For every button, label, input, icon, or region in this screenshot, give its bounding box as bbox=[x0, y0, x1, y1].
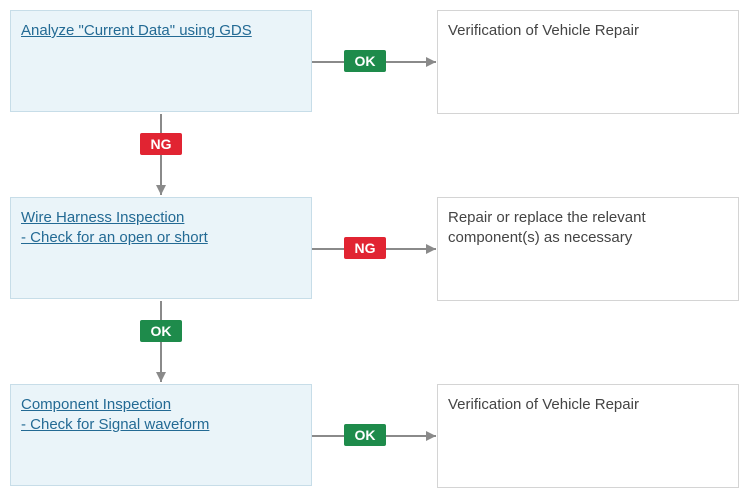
analyze-current-data-link[interactable]: Analyze "Current Data" using GDS bbox=[21, 22, 252, 39]
component-link-line1: Component Inspection bbox=[21, 396, 172, 413]
result-3-text: Verification of Vehicle Repair bbox=[448, 396, 639, 413]
ng-badge-step2: NG bbox=[344, 237, 386, 259]
wire-harness-link-line1: Wire Harness Inspection bbox=[21, 209, 185, 226]
component-link-line2: - Check for Signal waveform bbox=[21, 416, 210, 433]
ng-badge-step1-down: NG bbox=[140, 133, 182, 155]
ok-badge-step2-down: OK bbox=[140, 320, 182, 342]
result-box-verification-1: Verification of Vehicle Repair bbox=[437, 10, 739, 114]
wire-harness-inspection-link[interactable]: Wire Harness Inspection - Check for an o… bbox=[21, 208, 301, 248]
step-box-wire-harness-inspection: Wire Harness Inspection - Check for an o… bbox=[10, 197, 312, 299]
result-2-text-line1: Repair or replace the relevant bbox=[448, 209, 646, 226]
result-box-verification-2: Verification of Vehicle Repair bbox=[437, 384, 739, 488]
result-1-text: Verification of Vehicle Repair bbox=[448, 22, 639, 39]
result-2-text-line2: component(s) as necessary bbox=[448, 229, 633, 246]
component-inspection-link[interactable]: Component Inspection - Check for Signal … bbox=[21, 395, 301, 435]
wire-harness-link-line2: - Check for an open or short bbox=[21, 229, 208, 246]
step-box-analyze-current-data: Analyze "Current Data" using GDS bbox=[10, 10, 312, 112]
ok-badge-step3: OK bbox=[344, 424, 386, 446]
result-box-repair-replace: Repair or replace the relevant component… bbox=[437, 197, 739, 301]
ok-badge-step1: OK bbox=[344, 50, 386, 72]
step-box-component-inspection: Component Inspection - Check for Signal … bbox=[10, 384, 312, 486]
